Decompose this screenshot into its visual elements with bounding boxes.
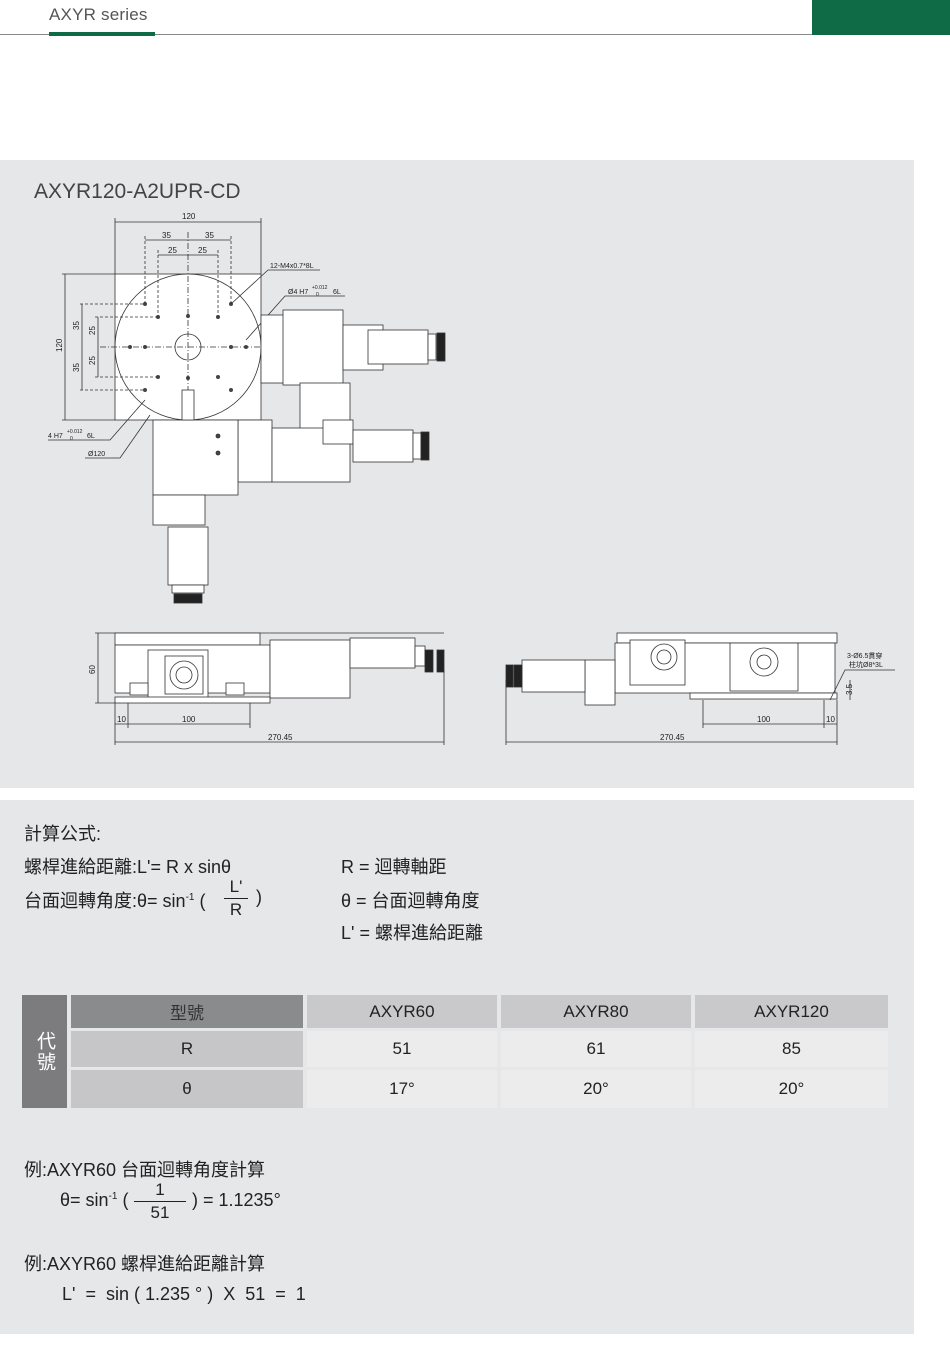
through-hole-callout: 3-Ø6.5貫穿	[847, 651, 882, 660]
z-axis-knob	[173, 593, 203, 604]
dim-25-left: 25	[168, 246, 177, 255]
pin-hole-depth: 6L	[333, 289, 341, 296]
table-cell: 17°	[307, 1070, 497, 1108]
column-header: AXYR80	[501, 995, 691, 1028]
pin-hole-callout: Ø4 H7	[288, 289, 308, 296]
example-1-open: (	[122, 1190, 129, 1210]
series-title: AXYR series	[49, 5, 148, 24]
dim-27045-side: 270.45	[660, 733, 685, 742]
diameter-callout: Ø120	[88, 451, 105, 458]
x-axis-knob	[436, 332, 446, 362]
calculation-panel	[0, 800, 914, 1334]
example-1-formula: θ= sin-1 (	[60, 1190, 128, 1211]
dim-10-side: 10	[826, 715, 835, 724]
table-cell: 85	[695, 1031, 888, 1067]
formula-1-expr: L'= R x sinθ	[137, 857, 231, 877]
example-1-title: 例:AXYR60 台面迴轉角度計算	[24, 1160, 266, 1180]
formula-2-prefix: θ= sin	[137, 891, 186, 911]
table-cell: 61	[501, 1031, 691, 1067]
example-1-numerator: 1	[155, 1180, 165, 1199]
model-title: AXYR120-A2UPR-CD	[34, 180, 241, 203]
z-axis-motor	[167, 526, 209, 586]
column-header: AXYR120	[695, 995, 888, 1028]
dim-10-front: 10	[117, 715, 126, 724]
dim-100-front: 100	[182, 715, 196, 724]
left-hole-callout: 4 H7	[48, 433, 63, 440]
formula-2: 台面迴轉角度:θ= sin-1 (	[24, 887, 205, 913]
x-axis-motor	[367, 329, 429, 365]
formula-2-close: )	[256, 887, 262, 907]
header-green-block	[812, 0, 950, 35]
formula-heading: 計算公式:	[24, 824, 102, 844]
table-cell: 20°	[695, 1070, 888, 1108]
table-cell: 51	[307, 1031, 497, 1067]
front-view	[95, 632, 445, 745]
example-1-prefix: θ= sin	[60, 1190, 109, 1210]
formula-1: 螺桿進給距離:L'= R x sinθ	[24, 853, 231, 879]
formula-2-label: 台面迴轉角度:	[24, 891, 138, 911]
dim-35-left: 35	[162, 231, 171, 240]
y-axis-stage	[237, 419, 273, 483]
thread-callout: 12-M4x0.7*8L	[270, 263, 314, 270]
counterbore-callout: 柱坑Ø8*3L	[849, 660, 883, 669]
fraction-bar	[134, 1201, 186, 1202]
pin-hole-tol: +0.012	[312, 285, 328, 291]
dim-27045-front: 270.45	[268, 733, 293, 742]
dim-35-side: 3.5	[845, 683, 854, 695]
technical-drawing: 120 35 35 25 25 12-M4x0.7*8L Ø4 H7 +0.01…	[48, 212, 895, 745]
example-1-exponent: -1	[108, 1191, 118, 1202]
dim-35-up: 35	[72, 321, 81, 330]
example-2-title: 例:AXYR60 螺桿進給距離計算	[24, 1254, 266, 1274]
table-cell: 20°	[501, 1070, 691, 1108]
code-column-label: 代號	[22, 995, 67, 1108]
header-accent-bar	[49, 32, 155, 36]
legend-l: L' = 螺桿進給距離	[341, 923, 483, 943]
dim-120-left: 120	[55, 338, 64, 352]
dim-25-up: 25	[88, 326, 97, 335]
row-label: θ	[71, 1070, 303, 1108]
formula-2-numerator: L'	[229, 877, 243, 896]
formula-2-denominator: R	[229, 900, 243, 919]
dim-25-down: 25	[88, 356, 97, 365]
fraction-bar	[224, 898, 248, 899]
model-header: 型號	[71, 995, 303, 1028]
y-axis-motor	[352, 429, 414, 463]
formula-2-open: (	[199, 891, 206, 911]
spec-table: 代號 型號 AXYR60 AXYR80 AXYR120 R 51 61 85 θ…	[22, 995, 888, 1108]
side-view	[505, 632, 895, 745]
header-rule	[0, 34, 812, 35]
dim-100-side: 100	[757, 715, 771, 724]
formula-2-exponent: -1	[185, 892, 195, 903]
example-1-denominator: 51	[150, 1203, 170, 1222]
left-hole-tol-zero: 0	[70, 436, 73, 442]
dim-25-right: 25	[198, 246, 207, 255]
y-axis-knob	[420, 431, 430, 461]
left-hole-depth: 6L	[87, 433, 95, 440]
legend-r: R = 迴轉軸距	[341, 857, 447, 877]
example-2-formula: L' = sin ( 1.235 ° ) X 51 = 1	[62, 1284, 306, 1304]
formula-2-fraction: L' R	[224, 877, 248, 920]
left-hole-tol: +0.012	[67, 429, 83, 435]
pin-hole-tol-zero: 0	[316, 292, 319, 298]
dim-height-60: 60	[88, 665, 97, 674]
example-1-result: ) = 1.1235°	[192, 1190, 281, 1210]
dim-35-down: 35	[72, 363, 81, 372]
legend-theta: θ = 台面迴轉角度	[341, 891, 480, 911]
row-label: R	[71, 1031, 303, 1067]
dim-35-right: 35	[205, 231, 214, 240]
formula-1-label: 螺桿進給距離:	[24, 857, 138, 877]
example-1-fraction: 1 51	[134, 1180, 186, 1223]
column-header: AXYR60	[307, 995, 497, 1028]
dim-120-top: 120	[182, 212, 196, 221]
